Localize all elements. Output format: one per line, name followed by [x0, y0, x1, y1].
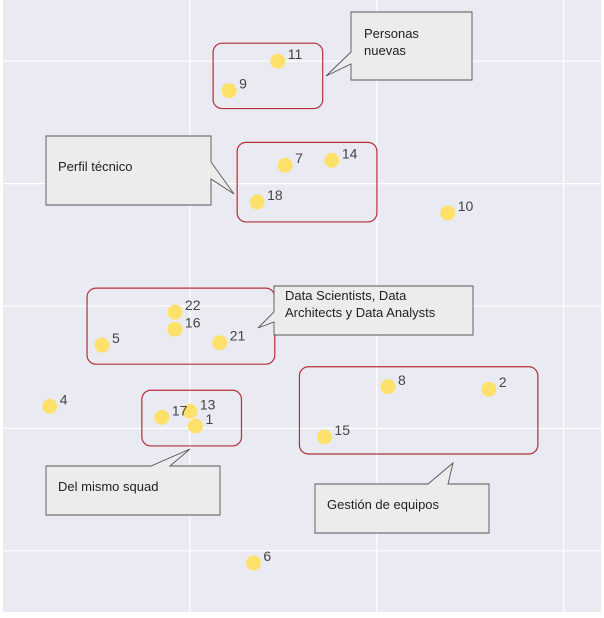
point-7: [277, 157, 293, 173]
callout-text-5-line-1: Gestión de equipos: [327, 497, 440, 512]
point-label-9: 9: [239, 76, 247, 92]
callout-text-2-line-1: Perfil técnico: [58, 159, 132, 174]
group-box-4: [141, 389, 243, 447]
callout-box-5: [314, 461, 490, 534]
callout-text-1-line-1: Personas: [364, 26, 419, 41]
callout-box-4: [45, 448, 221, 516]
point-8: [380, 379, 396, 395]
point-label-5: 5: [112, 330, 120, 346]
point-label-15: 15: [334, 422, 350, 438]
point-label-10: 10: [458, 198, 474, 214]
point-10: [440, 205, 456, 221]
callout-box-1: [325, 11, 473, 81]
callout-text-3-line-2: Architects y Data Analysts: [285, 305, 436, 320]
point-label-18: 18: [267, 187, 283, 203]
point-label-4: 4: [60, 391, 68, 407]
point-label-7: 7: [295, 150, 303, 166]
point-17: [154, 409, 170, 425]
point-2: [481, 381, 497, 397]
point-18: [249, 194, 265, 210]
group-box-5: [298, 366, 539, 455]
point-11: [270, 53, 286, 69]
callout-box-3: [257, 285, 474, 336]
point-6: [245, 555, 261, 571]
point-13: [182, 403, 198, 419]
callout-box-2: [45, 135, 235, 206]
point-5: [94, 337, 110, 353]
group-boxes: [86, 42, 539, 455]
point-label-21: 21: [230, 328, 246, 344]
point-label-2: 2: [499, 374, 507, 390]
point-label-1: 1: [205, 411, 213, 427]
data-points: 1 2 4 5 6 7 8 9 10 11 13 14 15 16 17 18 21 22: [42, 46, 507, 571]
point-4: [42, 398, 58, 414]
point-9: [221, 83, 237, 99]
callout-text-4-line-1: Del mismo squad: [58, 479, 158, 494]
point-14: [324, 152, 340, 168]
point-21: [212, 335, 228, 351]
point-label-8: 8: [398, 372, 406, 388]
point-1: [187, 418, 203, 434]
point-label-22: 22: [185, 297, 201, 313]
point-15: [316, 429, 332, 445]
point-label-16: 16: [185, 314, 201, 330]
callout-text-3-line-1: Data Scientists, Data: [285, 288, 407, 303]
group-box-1: [212, 42, 324, 110]
point-22: [167, 304, 183, 320]
point-label-14: 14: [342, 145, 358, 161]
point-16: [167, 321, 183, 337]
point-label-11: 11: [288, 46, 303, 62]
group-box-2: [236, 141, 378, 223]
point-label-13: 13: [200, 396, 216, 412]
callout-text-1-line-2: nuevas: [364, 43, 406, 58]
point-label-6: 6: [263, 548, 271, 564]
point-label-17: 17: [172, 402, 188, 418]
